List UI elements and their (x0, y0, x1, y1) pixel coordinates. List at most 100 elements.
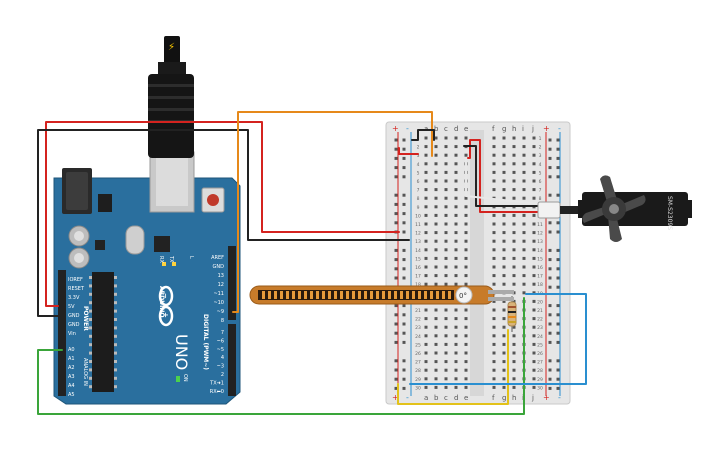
pin-label: ~9 (217, 309, 224, 315)
wire-rail-red (398, 147, 419, 155)
column-label: f (492, 394, 495, 402)
rx-led-label: RX (158, 256, 164, 263)
row-number: 30 (415, 385, 421, 391)
row-number: 22 (537, 317, 543, 323)
wire-black-gnd (37, 129, 410, 317)
column-label: a (424, 394, 428, 402)
pin-label: ~3 (217, 364, 224, 370)
pin-label: 2 (221, 372, 224, 378)
column-label: e (464, 125, 468, 133)
row-number: 28 (415, 368, 421, 374)
pin-label: A4 (68, 383, 75, 389)
row-number: 26 (537, 351, 543, 357)
servo-horn[interactable] (582, 175, 646, 242)
row-number: 13 (415, 239, 421, 245)
row-number: 16 (537, 265, 543, 271)
pin-label: A2 (68, 365, 75, 371)
column-label: g (502, 394, 506, 402)
column-label: f (492, 125, 495, 133)
row-number: 28 (537, 368, 543, 374)
pin-label: GND (68, 322, 80, 328)
pin-label: 13 (218, 273, 224, 279)
row-number: 2 (417, 145, 420, 151)
flex-sensor[interactable]: 0° (249, 285, 514, 305)
row-number: 22 (415, 317, 421, 323)
pin-label: AREF (211, 255, 224, 261)
flex-reading: 0° (459, 292, 467, 300)
row-number: 11 (537, 222, 543, 228)
row-number: 11 (415, 222, 421, 228)
pin-label: 12 (218, 282, 224, 288)
rail-minus-label: - (558, 124, 561, 133)
pin-label: A3 (68, 374, 75, 380)
servo-motor[interactable]: SM-S2309S (537, 175, 692, 242)
pin-label: TX➜1 (209, 380, 224, 386)
row-number: 4 (539, 162, 542, 168)
row-number: 7 (417, 188, 420, 194)
row-number: 10 (415, 213, 421, 219)
flex-reading-indicator (455, 286, 473, 304)
pin-label: ~6 (217, 338, 224, 344)
svg-text:+: + (162, 312, 170, 318)
rail-plus-label: + (543, 393, 550, 402)
resistor[interactable] (507, 296, 517, 332)
brand-label: ARDUINO (158, 286, 165, 317)
digital-label: DIGITAL (PWM~) (202, 314, 209, 370)
pin-label: 8 (221, 318, 224, 324)
row-number: 23 (537, 325, 543, 331)
row-number: 27 (415, 360, 421, 366)
wire-servo-red (467, 139, 541, 213)
row-number: 3 (417, 153, 420, 159)
wire-blue (409, 293, 587, 385)
pin-label: A1 (68, 356, 75, 362)
rail-plus-label: + (392, 124, 399, 133)
row-number: 15 (415, 256, 421, 262)
rail-minus-label: - (406, 393, 409, 402)
pin-label: GND (213, 264, 225, 270)
column-label: c (444, 394, 448, 402)
pin-label: A0 (68, 347, 75, 353)
column-label: d (454, 125, 458, 133)
column-label: c (444, 125, 448, 133)
row-number: 8 (539, 196, 542, 202)
row-number: 3 (539, 153, 542, 159)
row-number: 25 (415, 342, 421, 348)
row-number: 14 (415, 248, 421, 254)
row-number: 16 (415, 265, 421, 271)
wire-rail-black (411, 129, 435, 141)
l-led-label: L (188, 256, 194, 259)
row-number: 18 (537, 282, 543, 288)
wires (37, 111, 587, 415)
pin-label: RX⬅0 (210, 389, 224, 395)
column-label: j (531, 125, 534, 133)
wire-servo-white (463, 157, 541, 205)
column-label: d (454, 394, 458, 402)
pin-label: IOREF (68, 277, 83, 283)
power-label: POWER (82, 306, 89, 331)
pin-label: 3.3V (68, 295, 80, 301)
row-number: 21 (537, 308, 543, 314)
row-number: 29 (537, 377, 543, 383)
row-number: 27 (537, 360, 543, 366)
row-number: 21 (415, 308, 421, 314)
column-label: h (512, 394, 516, 402)
svg-text:−: − (162, 293, 170, 299)
row-number: 25 (537, 342, 543, 348)
column-label: g (502, 125, 506, 133)
svg-text:⚡: ⚡ (168, 42, 175, 53)
column-label: h (512, 125, 516, 133)
column-label: b (434, 125, 439, 133)
pin-label: 5V (68, 304, 75, 310)
row-number: 17 (537, 274, 543, 280)
row-number: 8 (417, 196, 420, 202)
pin-label: 7 (221, 330, 224, 336)
row-number: 5 (539, 170, 542, 176)
row-number: 14 (537, 248, 543, 254)
pin-label: ~11 (213, 291, 224, 297)
